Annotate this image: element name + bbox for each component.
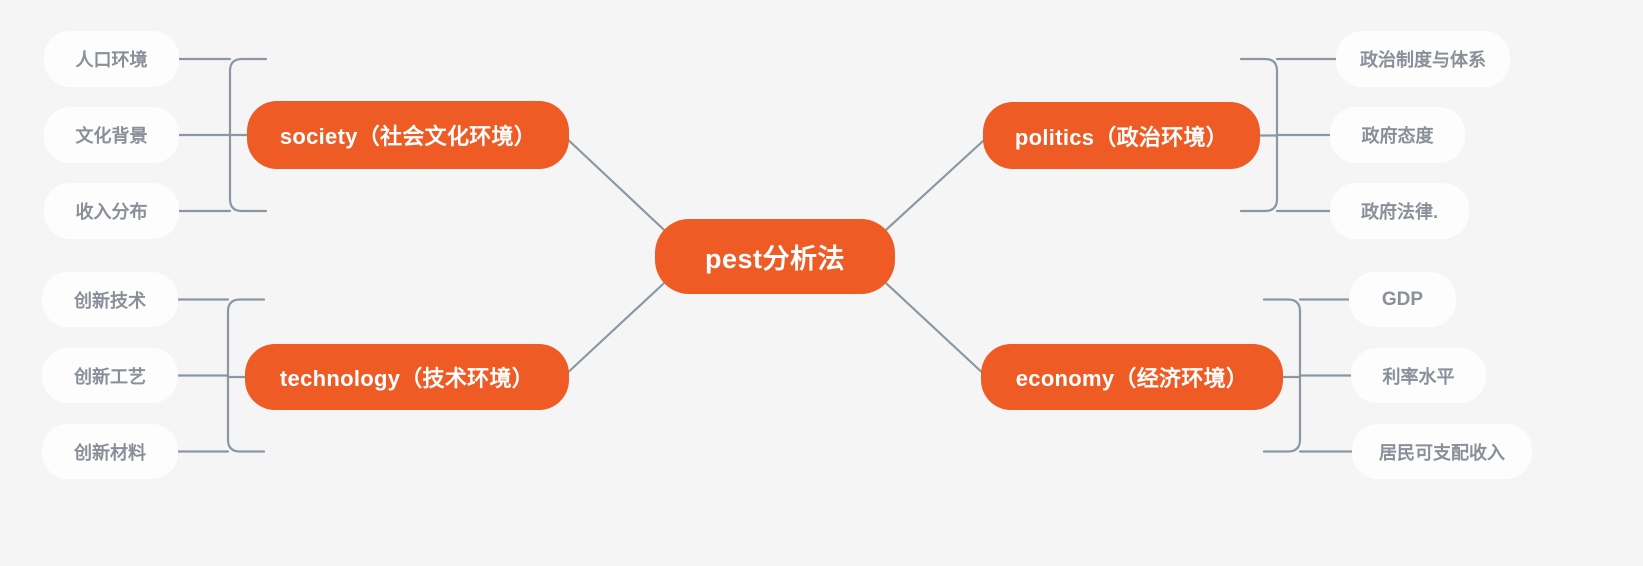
leaf-node-technology-3[interactable]: 创新材料 [42,424,178,479]
branch-node-politics[interactable]: politics（政治环境） [983,102,1260,169]
branch-node-technology[interactable]: technology（技术环境） [245,344,569,410]
connector-root-to-technology [561,277,671,379]
leaf-node-politics-1[interactable]: 政治制度与体系 [1336,31,1510,87]
leaf-node-society-3[interactable]: 收入分布 [44,183,179,239]
leaf-node-technology-2[interactable]: 创新工艺 [42,348,178,403]
connector-root-to-society [561,133,671,236]
leaf-node-economy-1[interactable]: GDP [1349,272,1456,327]
branch-node-economy[interactable]: economy（经济环境） [981,344,1283,410]
leaf-node-economy-3[interactable]: 居民可支配收入 [1352,424,1532,479]
leaf-node-society-1[interactable]: 人口环境 [44,31,179,87]
leaf-node-technology-1[interactable]: 创新技术 [42,272,178,327]
connector-root-to-economy [879,277,989,379]
leaf-node-economy-2[interactable]: 利率水平 [1351,348,1486,403]
leaf-node-politics-3[interactable]: 政府法律. [1330,183,1469,239]
leaf-node-society-2[interactable]: 文化背景 [44,107,179,163]
connector-root-to-politics [879,134,991,236]
leaf-node-politics-2[interactable]: 政府态度 [1330,107,1465,163]
root-node-pest[interactable]: pest分析法 [655,219,895,294]
branch-node-society[interactable]: society（社会文化环境） [247,101,569,169]
